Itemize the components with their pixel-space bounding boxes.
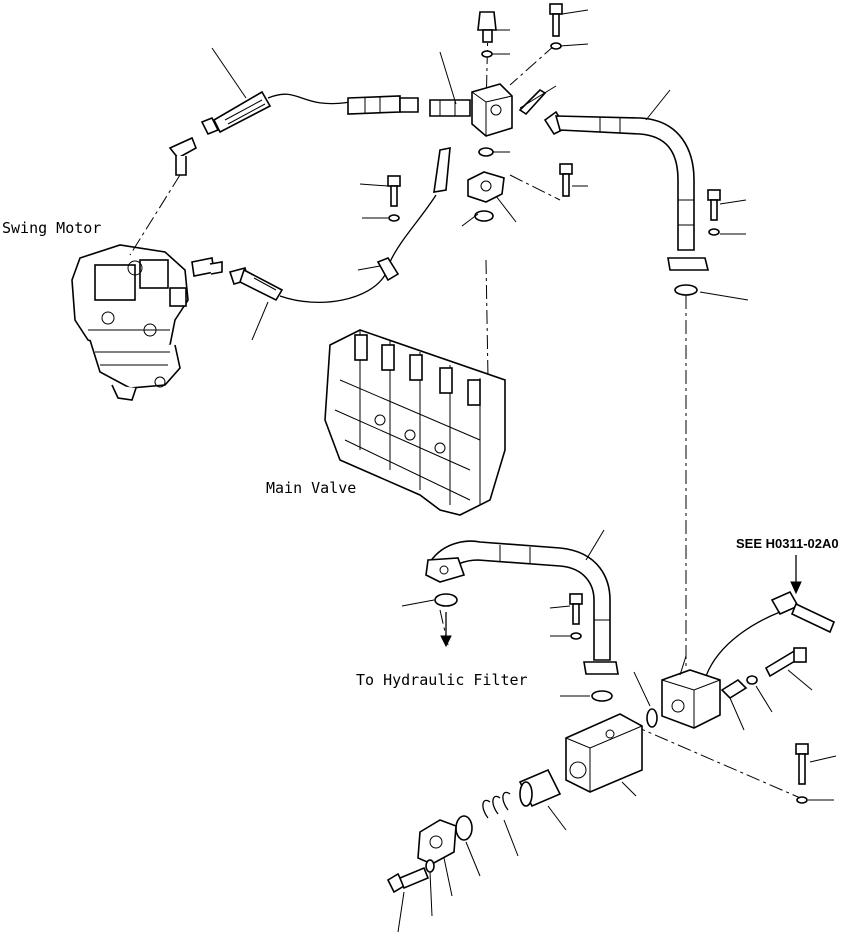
- see-reference-label: SEE H0311-02A0: [736, 536, 839, 551]
- see-reference-fitting: [705, 555, 836, 677]
- pilot-line: [279, 147, 451, 303]
- motor-elbow-fitting-top: [168, 136, 198, 176]
- valve-block-bottom: [565, 690, 643, 793]
- flange-upper: [467, 171, 505, 222]
- gasket-upper: [518, 88, 547, 116]
- pipe-lower: [425, 540, 619, 675]
- to-hydraulic-filter-label: To Hydraulic Filter: [356, 671, 528, 689]
- o-ring-bottom: [455, 815, 473, 841]
- arrow-to-filter: [440, 612, 452, 648]
- o-ring-upper: [478, 147, 494, 157]
- cover-plate: [417, 819, 457, 865]
- swing-motor-label: Swing Motor: [2, 219, 102, 237]
- top-fitting: [477, 11, 497, 58]
- block-fitting: [429, 99, 471, 117]
- motor-elbow-fitting-side: [191, 257, 223, 277]
- bolt-mid: [559, 163, 573, 197]
- bolt-right-upper: [707, 189, 721, 236]
- hose-upper: [200, 90, 419, 136]
- main-valve-label: Main Valve: [266, 479, 357, 497]
- hose-lower-left: [228, 267, 284, 302]
- spool-cartridge: [518, 768, 562, 808]
- bolt-bottom: [386, 859, 435, 894]
- o-ring-lower-right: [646, 708, 658, 728]
- manifold-block-upper: [471, 83, 513, 137]
- block-lower-right: [661, 669, 721, 729]
- swing-motor: [71, 244, 189, 401]
- leader-lines: [211, 9, 837, 933]
- main-valve: [324, 329, 506, 516]
- bolt-top-right: [549, 3, 563, 50]
- pipe-upper-right: [543, 110, 710, 296]
- springs: [482, 791, 511, 819]
- bracket-and-bolt-lower-right: [720, 647, 807, 700]
- bolt-far-right: [795, 743, 809, 804]
- bolt-lower-pipe: [569, 593, 583, 640]
- bolt-left-group: [387, 175, 401, 222]
